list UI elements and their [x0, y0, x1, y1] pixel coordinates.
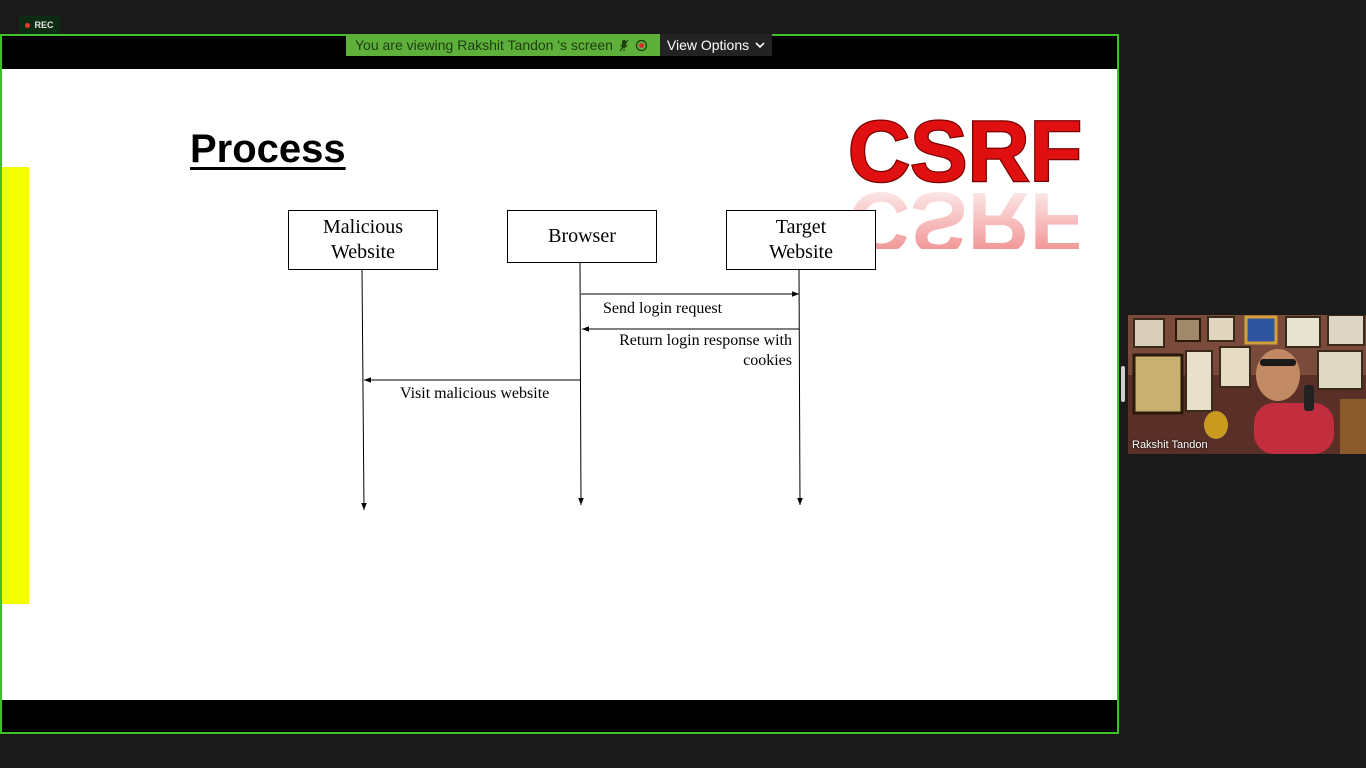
actor-target-website: Target Website — [726, 210, 876, 270]
message-send-login: Send login request — [603, 300, 723, 317]
svg-text:CSRF: CSRF — [848, 174, 1082, 249]
mic-muted-icon — [619, 39, 629, 51]
shared-screen: Process CSRF CSRF — [0, 34, 1119, 734]
recording-dot-icon — [25, 22, 31, 28]
view-options-button[interactable]: View Options — [660, 34, 772, 56]
slide-accent-bar — [2, 167, 29, 604]
message-return-login: Return login response with cookies — [619, 332, 792, 369]
actor-browser: Browser — [507, 210, 657, 263]
record-target-icon[interactable] — [635, 39, 648, 52]
lifeline-malicious — [361, 268, 367, 511]
csrf-logo: CSRF CSRF — [847, 103, 1084, 249]
chevron-down-icon — [755, 41, 765, 48]
view-options-label: View Options — [666, 37, 750, 53]
lifeline-browser — [578, 262, 584, 506]
sequence-diagram-lines — [361, 262, 803, 511]
slide-title: Process — [190, 127, 346, 171]
panel-resize-handle[interactable] — [1121, 366, 1125, 402]
message-visit-malicious: Visit malicious website — [400, 385, 550, 402]
screen-share-banner: You are viewing Rakshit Tandon 's screen — [346, 34, 660, 56]
svg-text:CSRF: CSRF — [848, 104, 1082, 200]
recording-indicator: REC — [19, 16, 60, 34]
presentation-slide: Process CSRF CSRF — [2, 69, 1117, 700]
participant-name: Rakshit Tandon — [1132, 439, 1208, 451]
lifeline-target — [797, 268, 803, 506]
participant-video-image — [1128, 315, 1366, 454]
recording-label: REC — [34, 20, 54, 30]
actor-malicious-website: Malicious Website — [288, 210, 438, 270]
participant-video-tile[interactable]: Rakshit Tandon — [1128, 315, 1366, 454]
screen-share-text: You are viewing Rakshit Tandon 's screen — [355, 37, 613, 53]
